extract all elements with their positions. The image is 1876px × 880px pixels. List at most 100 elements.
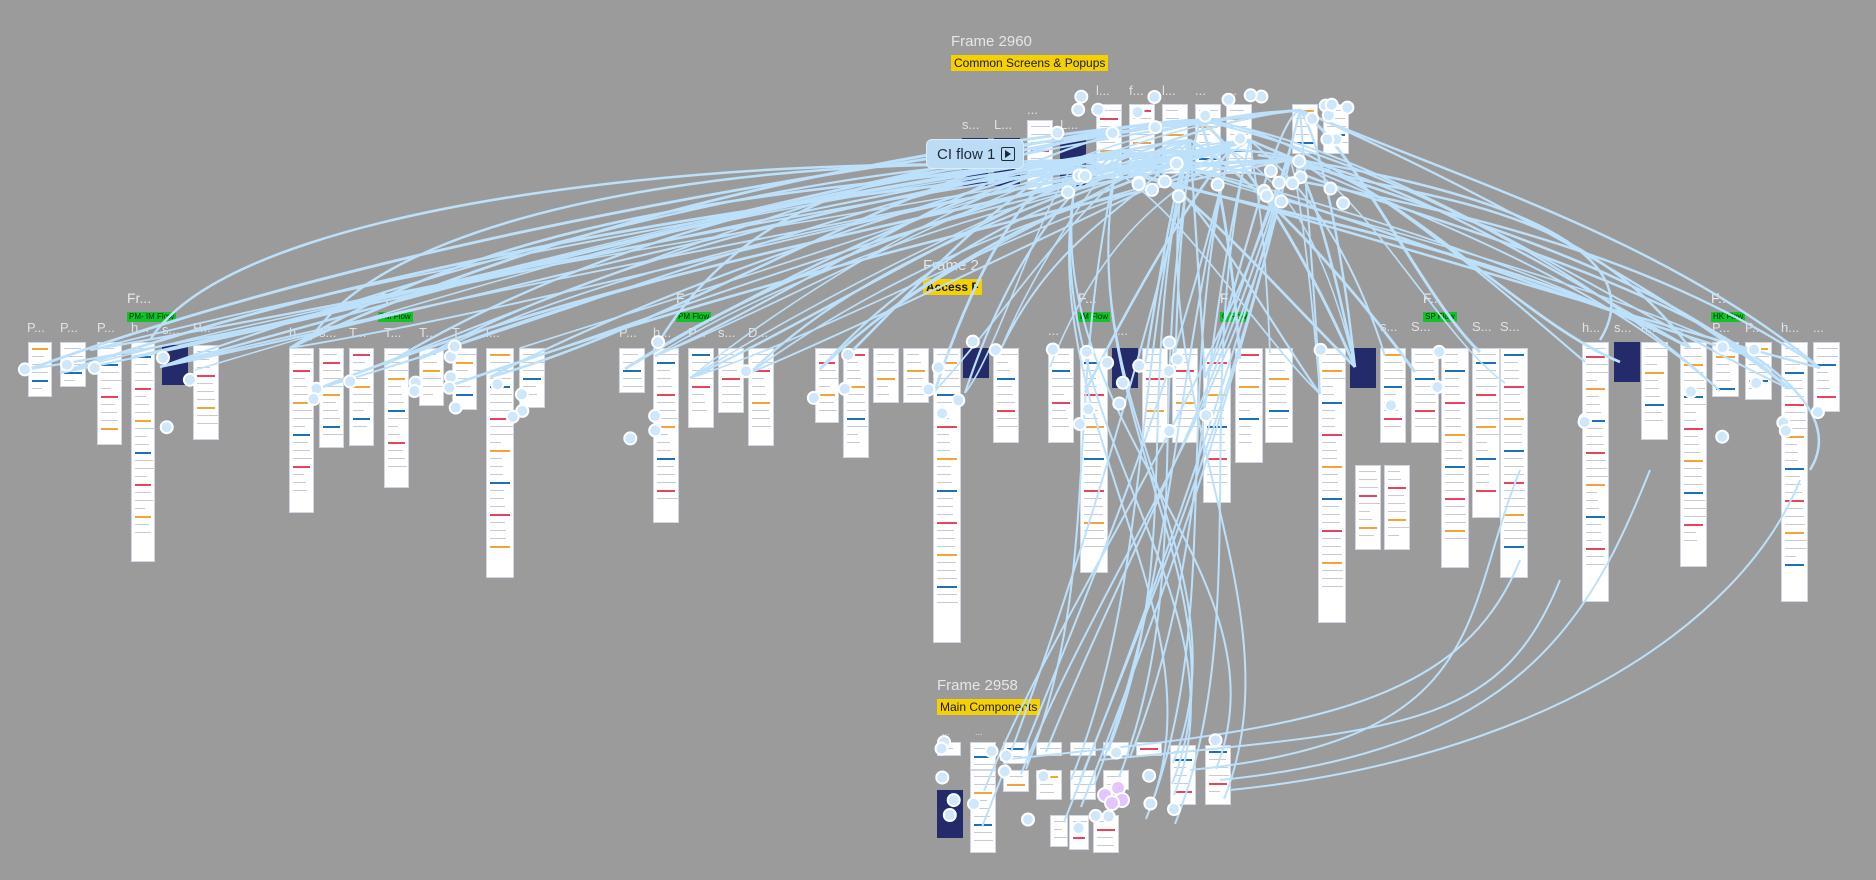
prototype-connector[interactable] [130, 109, 1301, 358]
connection-node[interactable] [1169, 156, 1184, 171]
connection-node[interactable] [447, 339, 462, 354]
frame-label[interactable]: ... [1195, 83, 1206, 98]
connection-node[interactable] [1292, 154, 1307, 169]
prototype-connector[interactable] [1080, 159, 1291, 808]
connection-node[interactable] [1045, 342, 1060, 357]
prototype-connector[interactable] [1099, 579, 1561, 761]
connection-node[interactable] [1432, 344, 1447, 359]
connection-node[interactable] [1130, 105, 1145, 120]
prototype-connector[interactable] [1199, 118, 1586, 363]
connection-node[interactable] [1157, 174, 1172, 189]
prototype-connector[interactable] [964, 159, 1081, 394]
connection-node[interactable] [17, 362, 32, 377]
prototype-connector[interactable] [1119, 148, 1356, 368]
connection-node[interactable] [623, 431, 638, 446]
screen-thumbnail[interactable] [1265, 348, 1293, 443]
connection-node[interactable] [1079, 344, 1094, 359]
frame-label[interactable]: P... [97, 320, 115, 335]
connection-node[interactable] [1749, 376, 1764, 390]
prototype-connector[interactable] [319, 119, 1201, 389]
connection-node[interactable] [1071, 821, 1086, 836]
connection-node[interactable] [806, 390, 821, 405]
frame-label[interactable]: T... [419, 325, 437, 340]
frame-label[interactable]: l... [1162, 83, 1176, 98]
screen-thumbnail[interactable] [1384, 465, 1410, 550]
connection-node[interactable] [1221, 92, 1236, 107]
connection-node[interactable] [651, 335, 666, 350]
frame-label[interactable]: s... [718, 325, 736, 340]
screen-thumbnail[interactable] [1205, 745, 1231, 805]
connection-node[interactable] [407, 384, 422, 398]
connection-node[interactable] [999, 748, 1014, 763]
connection-node[interactable] [1101, 809, 1116, 824]
connection-node[interactable] [60, 357, 74, 372]
connection-node[interactable] [1021, 812, 1035, 827]
frame-label[interactable]: h... [1582, 320, 1601, 335]
prototype-connector[interactable] [519, 149, 1121, 349]
connection-node[interactable] [1305, 111, 1320, 126]
prototype-connector[interactable] [289, 158, 1081, 350]
connection-node[interactable] [1142, 768, 1157, 783]
prototype-connector[interactable] [981, 119, 1201, 828]
prototype-connector[interactable] [1189, 138, 1417, 373]
screen-thumbnail[interactable] [1048, 348, 1074, 443]
connection-node[interactable] [1148, 120, 1163, 135]
connection-node[interactable] [1115, 375, 1130, 390]
connection-node[interactable] [343, 374, 358, 389]
connection-node[interactable] [648, 408, 663, 423]
screen-thumbnail[interactable] [1582, 342, 1609, 602]
connection-node[interactable] [1715, 429, 1730, 444]
connection-node[interactable] [1285, 176, 1300, 191]
connection-node[interactable] [648, 423, 663, 438]
prototype-connector[interactable] [1107, 149, 1194, 764]
connection-node[interactable] [1199, 408, 1214, 423]
connection-node[interactable] [1324, 97, 1339, 112]
prototype-connector[interactable] [624, 138, 1251, 371]
connection-node[interactable] [156, 350, 170, 365]
connection-node[interactable] [1259, 188, 1274, 203]
connection-node[interactable] [934, 741, 949, 756]
connection-node[interactable] [1243, 88, 1258, 103]
common-frame-title[interactable]: Frame 2960 [951, 33, 1032, 50]
connection-node[interactable] [490, 377, 505, 392]
connection-node[interactable] [1336, 196, 1351, 211]
screen-thumbnail[interactable] [1500, 348, 1528, 578]
connection-node[interactable] [306, 392, 321, 406]
connection-node[interactable] [942, 808, 957, 822]
prototype-connector[interactable] [689, 159, 1291, 379]
flow-title-pm-im[interactable]: Fr... [127, 290, 152, 306]
prototype-connector[interactable] [1107, 139, 1191, 752]
play-icon[interactable] [1001, 147, 1016, 161]
prototype-connector[interactable] [1219, 469, 1651, 781]
frame-label[interactable]: ... [1027, 102, 1038, 117]
connection-node[interactable] [1077, 169, 1092, 183]
prototype-connector[interactable] [1119, 149, 1751, 357]
connection-node[interactable] [1208, 733, 1223, 748]
screen-thumbnail[interactable] [619, 348, 645, 393]
screen-thumbnail[interactable] [1411, 348, 1439, 443]
connection-node[interactable] [921, 382, 936, 397]
prototype-connector[interactable] [1079, 159, 1291, 781]
connection-node[interactable] [1778, 423, 1793, 438]
connection-node[interactable] [514, 387, 529, 402]
connection-node[interactable] [1430, 380, 1445, 394]
connection-node[interactable] [182, 372, 197, 387]
connection-node[interactable] [1320, 132, 1335, 147]
connection-node[interactable] [505, 409, 520, 424]
connection-node[interactable] [448, 400, 463, 415]
prototype-connector[interactable] [1299, 108, 1482, 354]
prototype-connector[interactable] [1199, 118, 1721, 392]
connection-node[interactable] [1170, 352, 1185, 367]
connection-node[interactable] [1131, 177, 1146, 192]
connection-node[interactable] [1340, 100, 1355, 115]
prototype-connector[interactable] [1070, 159, 1232, 770]
prototype-connector[interactable] [1145, 149, 1231, 820]
prototype-connector[interactable] [159, 139, 1251, 368]
prototype-connector[interactable] [1189, 469, 1521, 771]
prototype-connector[interactable] [1299, 108, 1821, 369]
screen-thumbnail[interactable] [970, 770, 996, 853]
screen-thumbnail[interactable] [1680, 342, 1707, 567]
prototype-connector[interactable] [1199, 119, 1791, 390]
connection-node[interactable] [1091, 102, 1106, 117]
prototype-connector[interactable] [1118, 119, 1201, 778]
